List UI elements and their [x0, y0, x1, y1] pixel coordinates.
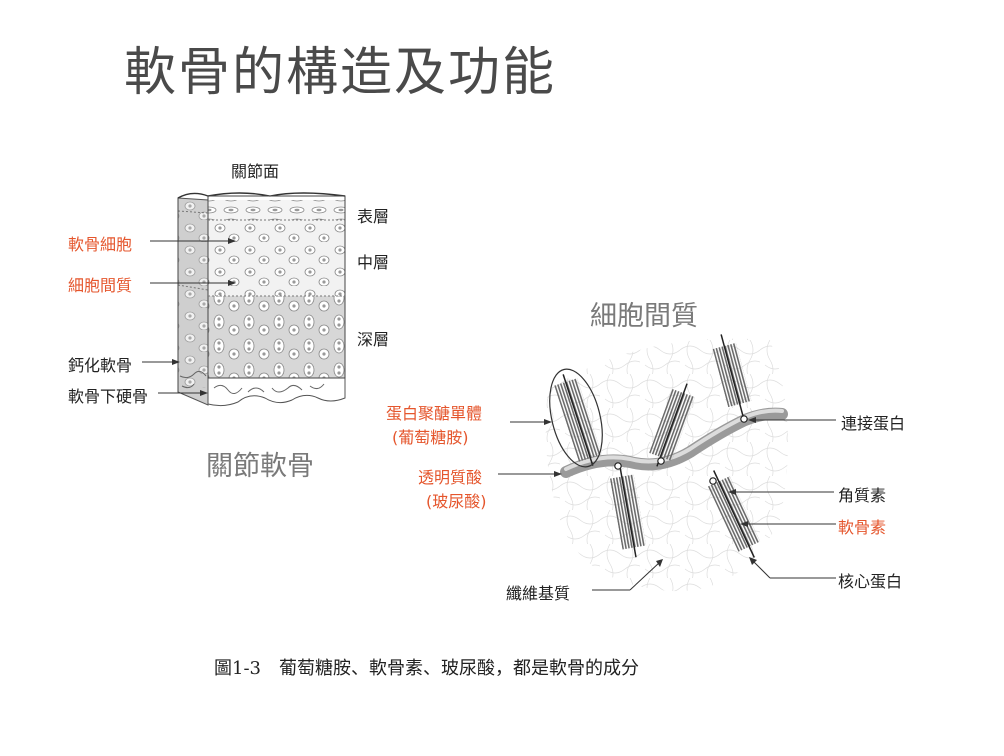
keratan-sulfate-label: 角質素 — [838, 486, 887, 505]
articular-surface — [177, 192, 346, 199]
page-title: 軟骨的構造及功能 — [124, 43, 557, 103]
subchondral-bone-label: 軟骨下硬骨 — [68, 387, 149, 406]
link-protein-label: 連接蛋白 — [841, 414, 906, 433]
chondroitin-label: 軟骨素 — [838, 518, 887, 537]
hyaluronic-acid-label: 透明質酸 — [418, 468, 483, 487]
link-protein-node — [657, 457, 665, 465]
glucosamine-label: (葡萄糖胺) — [392, 428, 469, 447]
monomer-highlight-ellipse — [549, 368, 603, 468]
link-protein-node — [709, 477, 717, 485]
link-protein-node — [740, 415, 748, 423]
calcified-cartilage-label: 鈣化軟骨 — [68, 356, 133, 375]
layer-label-deep: 深層 — [357, 330, 390, 349]
articular-surface-label: 關節面 — [231, 162, 280, 181]
chondrocyte-label: 軟骨細胞 — [68, 235, 133, 254]
matrix-label: 細胞間質 — [68, 276, 133, 295]
proteoglycan-monomers — [554, 334, 761, 558]
hyaluronic-acid-strand — [560, 407, 788, 478]
fiber-matrix-label: 纖維基質 — [506, 584, 571, 603]
layer-label-middle: 中層 — [357, 253, 390, 272]
articular-cartilage-caption: 關節軟骨 — [206, 451, 314, 482]
link-protein-node — [614, 462, 622, 470]
layer-label-superficial: 表層 — [357, 207, 390, 226]
proteoglycan-label: 蛋白聚醣單體 — [386, 404, 483, 423]
figure-caption: 圖1-3 葡萄糖胺、軟骨素、玻尿酸，都是軟骨的成分 — [214, 658, 639, 679]
cell-matrix-heading: 細胞間質 — [590, 301, 698, 332]
hyaluronic-alt-label: (玻尿酸) — [426, 492, 487, 511]
core-protein-label: 核心蛋白 — [838, 572, 903, 591]
